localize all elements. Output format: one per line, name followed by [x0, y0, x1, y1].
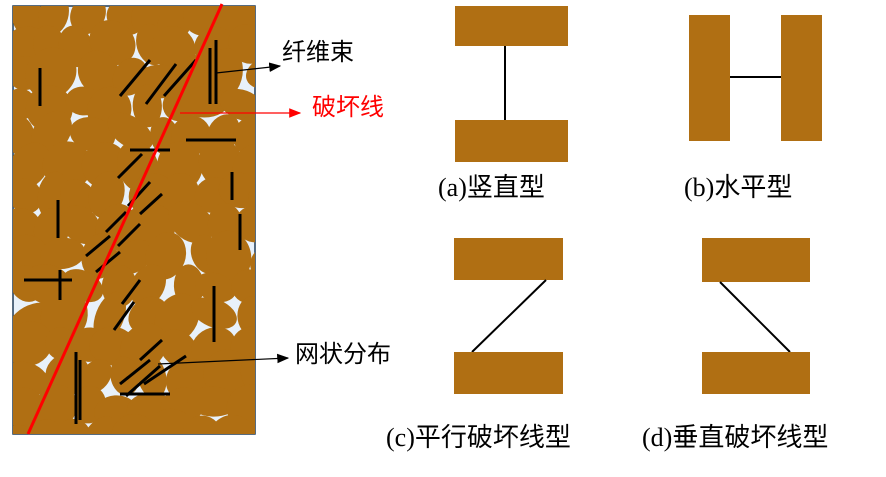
- soil-particle: [148, 408, 196, 434]
- lower-block: [702, 352, 810, 394]
- soil-particle: [25, 47, 77, 99]
- type-b-horizontal: (b)水平型: [684, 15, 822, 202]
- soil-particle: [110, 356, 140, 396]
- network-arrow: [157, 353, 290, 365]
- fiber-segment: [138, 338, 164, 362]
- soil-particle: [13, 6, 43, 38]
- soil-particle: [182, 415, 222, 434]
- fiber-bundle-arrow: [215, 62, 282, 74]
- soil-specimen-panel: [12, 3, 256, 435]
- fiber-segment: [95, 250, 121, 274]
- soil-particle: [60, 205, 101, 244]
- soil-particle: [13, 208, 41, 242]
- soil-particle: [110, 413, 159, 434]
- fiber-segment: [85, 234, 111, 258]
- soil-particle: [30, 419, 64, 434]
- soil-particle: [235, 205, 255, 243]
- fiber-segment: [143, 354, 187, 386]
- upper-block: [454, 238, 563, 280]
- soil-particle: [130, 264, 166, 307]
- fiber-bundle-label: 纤维束: [282, 38, 354, 66]
- callouts: 纤维束 破坏线 网状分布: [157, 38, 391, 368]
- fiber-segment: [120, 279, 142, 305]
- soil-particle: [56, 418, 91, 434]
- type-c-parallel: (c)平行破坏线型: [386, 238, 571, 452]
- soil-particle: [168, 200, 214, 244]
- fiber-segment: [104, 210, 128, 234]
- fiber: [719, 281, 791, 353]
- lower-block: [455, 120, 568, 162]
- fiber-segment: [112, 301, 136, 331]
- soil-particle: [107, 112, 153, 151]
- fiber-segment: [118, 59, 152, 97]
- soil-particle: [37, 171, 71, 221]
- soil-particle: [233, 114, 255, 158]
- soil-particle: [13, 142, 51, 190]
- soil-particle: [45, 327, 78, 361]
- soil-particle: [82, 416, 118, 434]
- lower-block: [454, 352, 563, 394]
- soil-particle: [207, 414, 255, 434]
- caption-a: (a)竖直型: [438, 173, 545, 202]
- upper-block: [702, 238, 810, 282]
- right-block: [781, 15, 822, 141]
- caption-b: (b)水平型: [684, 173, 792, 202]
- soil-particle: [132, 84, 162, 128]
- fiber-bundles: [24, 40, 242, 424]
- soil-particle: [77, 50, 120, 96]
- network-distribution-label: 网状分布: [295, 340, 391, 368]
- soil-particle: [13, 321, 53, 367]
- soil-particle: [154, 293, 200, 344]
- failure-line-label: 破坏线: [312, 93, 384, 121]
- soil-particles: [13, 6, 255, 434]
- soil-particle: [13, 361, 49, 396]
- soil-particle: [13, 178, 43, 214]
- soil-particle: [40, 237, 86, 270]
- soil-particle: [79, 359, 112, 394]
- fiber-segment: [119, 358, 151, 386]
- caption-d: (d)垂直破坏线型: [642, 423, 828, 452]
- fiber-segment: [116, 222, 142, 248]
- soil-particle: [159, 329, 198, 368]
- type-a-vertical: (a)竖直型: [438, 6, 568, 202]
- upper-block: [455, 6, 568, 46]
- soil-particle: [237, 296, 255, 336]
- soil-particle: [13, 387, 47, 432]
- soil-particle: [187, 386, 239, 417]
- type-d-perpendicular: (d)垂直破坏线型: [642, 238, 828, 452]
- soil-particle: [228, 24, 255, 64]
- soil-particle: [37, 6, 69, 36]
- failure-line: [26, 3, 224, 435]
- fiber-segment: [116, 152, 144, 180]
- fiber-segment: [125, 364, 161, 398]
- soil-particle: [231, 269, 255, 304]
- fiber: [471, 279, 547, 353]
- fiber-segment: [144, 63, 178, 105]
- caption-c: (c)平行破坏线型: [386, 423, 571, 452]
- fiber-segment: [162, 59, 198, 97]
- left-block: [689, 15, 730, 141]
- fiber-segment: [138, 192, 164, 216]
- soil-particle: [81, 233, 118, 279]
